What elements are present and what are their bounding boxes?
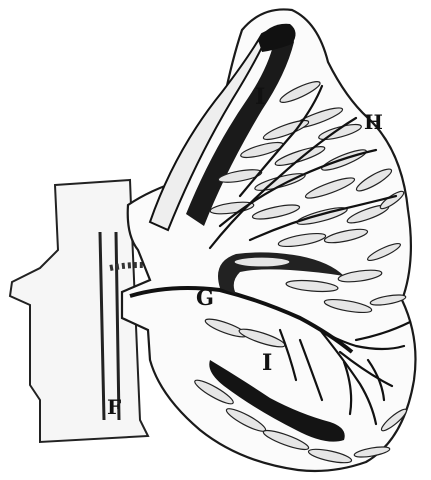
label-f: F [107, 397, 121, 417]
label-h: H [364, 112, 383, 132]
label-i-upper: I [255, 86, 265, 108]
label-i-lower: I [262, 352, 272, 374]
label-g: G [196, 287, 214, 308]
